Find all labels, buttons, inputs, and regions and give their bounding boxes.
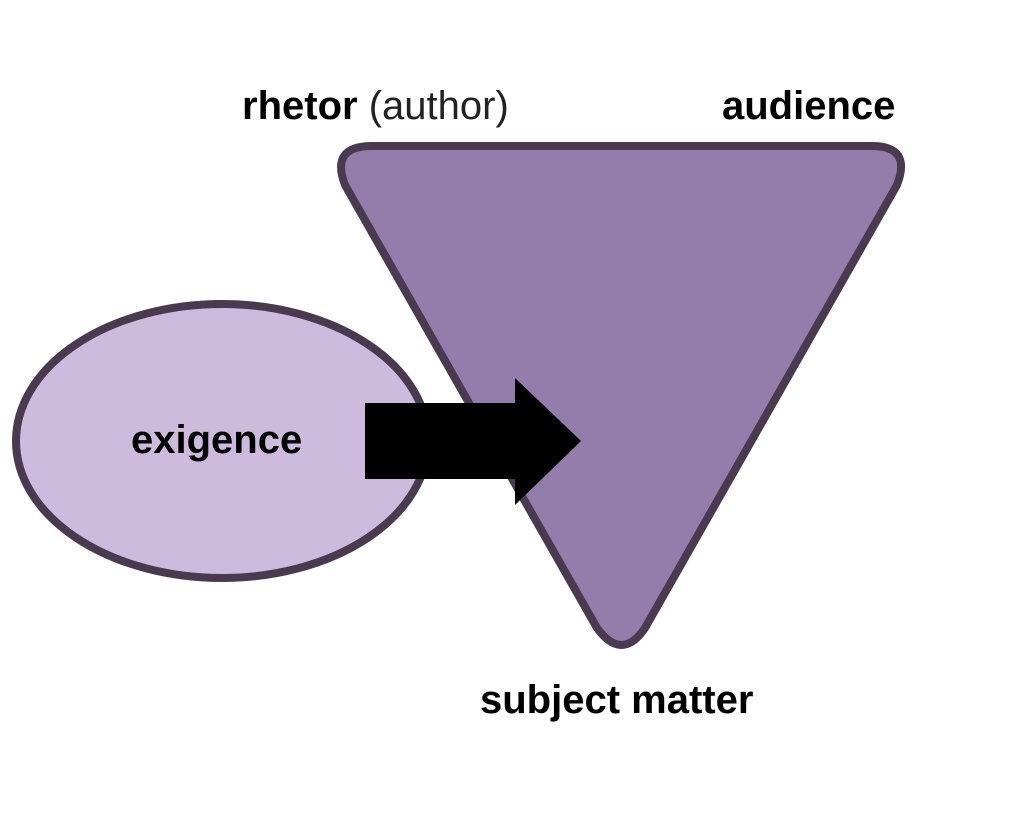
rhetor-label: rhetor (author)	[242, 86, 509, 126]
subject-matter-label: subject matter	[480, 678, 754, 722]
exigence-label: exigence	[131, 418, 303, 462]
rhetor-term: rhetor	[242, 84, 358, 128]
rhetorical-triangle	[337, 142, 905, 649]
audience-label: audience	[722, 84, 896, 128]
exigence-arrow	[365, 378, 581, 505]
rhetor-qualifier: (author)	[368, 84, 509, 128]
